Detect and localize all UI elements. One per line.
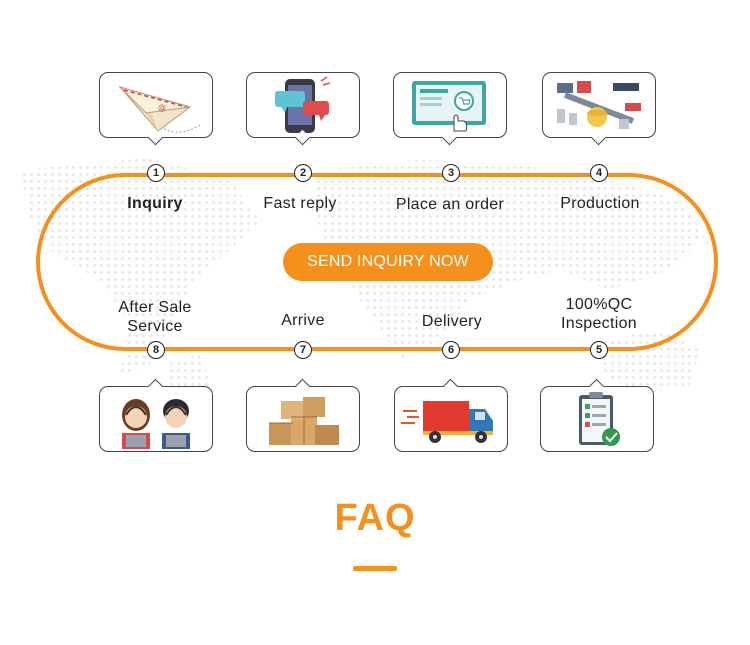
factory-line-icon xyxy=(557,81,641,129)
step-7-label: Arrive xyxy=(281,312,325,329)
support-agents-icon xyxy=(122,399,190,449)
step-8-label: After Sale Service xyxy=(80,298,230,336)
boxes-icon xyxy=(269,397,339,445)
step-5-label-line2: Inspection xyxy=(561,315,637,332)
online-cart-click-icon xyxy=(412,81,486,132)
step-5-bubble xyxy=(540,378,654,452)
step-1-label: Inquiry xyxy=(127,195,183,212)
step-1-number: 1 xyxy=(147,164,165,182)
step-8-bubble xyxy=(99,378,213,452)
faq-underline xyxy=(353,566,397,571)
step-5-number: 5 xyxy=(590,341,608,359)
faq-heading: FAQ xyxy=(334,497,416,539)
checklist-icon xyxy=(579,392,620,446)
step-2-number: 2 xyxy=(294,164,312,182)
step-8-label-line2: Service xyxy=(127,318,183,335)
step-6-bubble xyxy=(394,378,508,452)
step-7-number: 7 xyxy=(294,341,312,359)
step-3-label: Place an order xyxy=(395,196,505,213)
svg-text:@: @ xyxy=(158,103,166,112)
phone-chat-icon xyxy=(275,76,331,133)
step-8-number: 8 xyxy=(147,341,165,359)
send-inquiry-button[interactable]: SEND INQUIRY NOW xyxy=(283,243,493,281)
step-5-label-line1: 100%QC xyxy=(565,296,633,313)
step-2-bubble xyxy=(246,72,360,146)
step-4-label: Production xyxy=(560,195,640,212)
step-1-bubble: @ xyxy=(99,72,213,146)
delivery-truck-icon xyxy=(401,401,493,443)
step-3-number: 3 xyxy=(442,164,460,182)
process-loop-track xyxy=(36,173,718,351)
step-6-label: Delivery xyxy=(421,313,483,330)
step-4-bubble xyxy=(542,72,656,146)
step-7-bubble xyxy=(246,378,360,452)
step-6-number: 6 xyxy=(442,341,460,359)
step-5-label: 100%QC Inspection xyxy=(524,295,674,333)
step-2-label: Fast reply xyxy=(263,195,337,212)
step-4-number: 4 xyxy=(590,164,608,182)
step-8-label-line1: After Sale xyxy=(118,299,192,316)
step-3-bubble xyxy=(393,72,507,146)
paper-plane-mail-icon: @ xyxy=(118,85,201,133)
